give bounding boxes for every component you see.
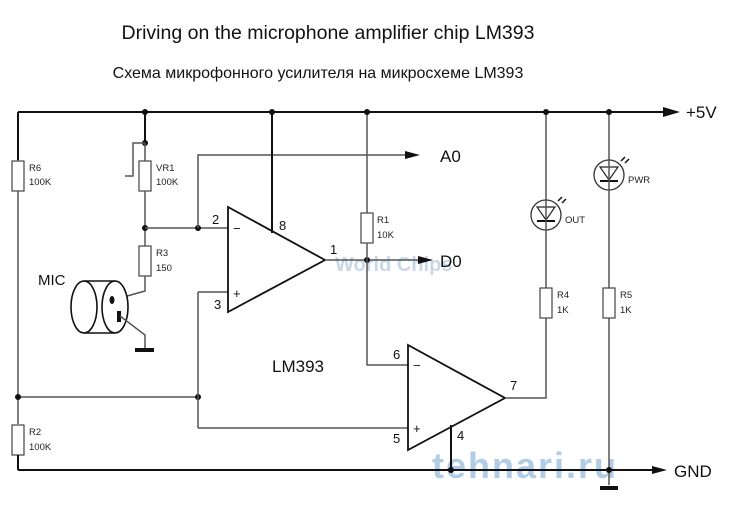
ground-icon	[600, 486, 618, 490]
watermark-worldchips: World Chips	[335, 254, 452, 276]
light-rays-icon	[620, 156, 630, 164]
comparator-2	[407, 343, 507, 452]
vcc-label: +5V	[686, 103, 717, 122]
r3-ref: R3	[156, 248, 168, 259]
led-out	[530, 196, 567, 231]
pin-1: 1	[330, 242, 337, 257]
r3-value: 150	[156, 263, 172, 274]
potentiometer-vr1	[138, 160, 152, 192]
r4-ref: R4	[557, 290, 569, 301]
comparator-1	[227, 205, 327, 314]
ground-icon	[135, 348, 154, 352]
resistor-r2	[11, 424, 25, 456]
vcc-rail	[17, 107, 680, 160]
r6-value: 100K	[29, 177, 52, 188]
arrow-icon	[652, 466, 667, 474]
diagram-subtitle: Схема микрофонного усилителя на микросхе…	[113, 65, 524, 82]
d0-label: D0	[440, 252, 462, 271]
pin-2: 2	[212, 212, 219, 227]
resistor-r3	[138, 245, 152, 277]
gnd-label: GND	[674, 462, 712, 481]
led-out-label: OUT	[565, 215, 585, 226]
gnd-rail	[18, 466, 667, 474]
comp1-plus: +	[233, 286, 241, 301]
arrow-icon	[663, 107, 680, 117]
comp1-minus: −	[233, 221, 241, 236]
a0-label: A0	[440, 147, 461, 166]
resistor-r6	[11, 160, 25, 192]
pin-6: 6	[393, 347, 400, 362]
vr1-value: 100K	[156, 177, 179, 188]
microphone	[70, 280, 154, 352]
wiper	[125, 142, 145, 177]
chip-label: LM393	[272, 357, 324, 376]
r2-value: 100K	[29, 442, 52, 453]
mic-label: MIC	[38, 272, 66, 289]
watermark-tehnari: tehnari.ru	[432, 445, 618, 486]
r1-value: 10K	[377, 230, 395, 241]
diagram-title: Driving on the microphone amplifier chip…	[122, 22, 535, 44]
arrow-icon	[418, 256, 433, 264]
r5-value: 1K	[620, 305, 632, 316]
led-pwr-label: PWR	[628, 175, 650, 186]
r2-ref: R2	[29, 427, 41, 438]
comp2-plus: +	[413, 421, 421, 436]
r6-ref: R6	[29, 163, 41, 174]
r4-value: 1K	[557, 305, 569, 316]
r1-ref: R1	[377, 215, 389, 226]
resistor-r4	[539, 287, 553, 319]
pin-8: 8	[279, 218, 286, 233]
pin-4: 4	[457, 428, 464, 443]
arrow-icon	[405, 151, 420, 159]
light-rays-icon	[557, 196, 567, 204]
resistor-r5	[602, 287, 616, 319]
vr1-ref: VR1	[156, 163, 174, 174]
led-pwr	[593, 156, 630, 191]
pin-5: 5	[393, 431, 400, 446]
pin-7: 7	[510, 378, 517, 393]
r5-ref: R5	[620, 290, 632, 301]
pin-3: 3	[214, 297, 221, 312]
resistor-r1	[360, 212, 374, 244]
comp2-minus: −	[413, 358, 421, 373]
